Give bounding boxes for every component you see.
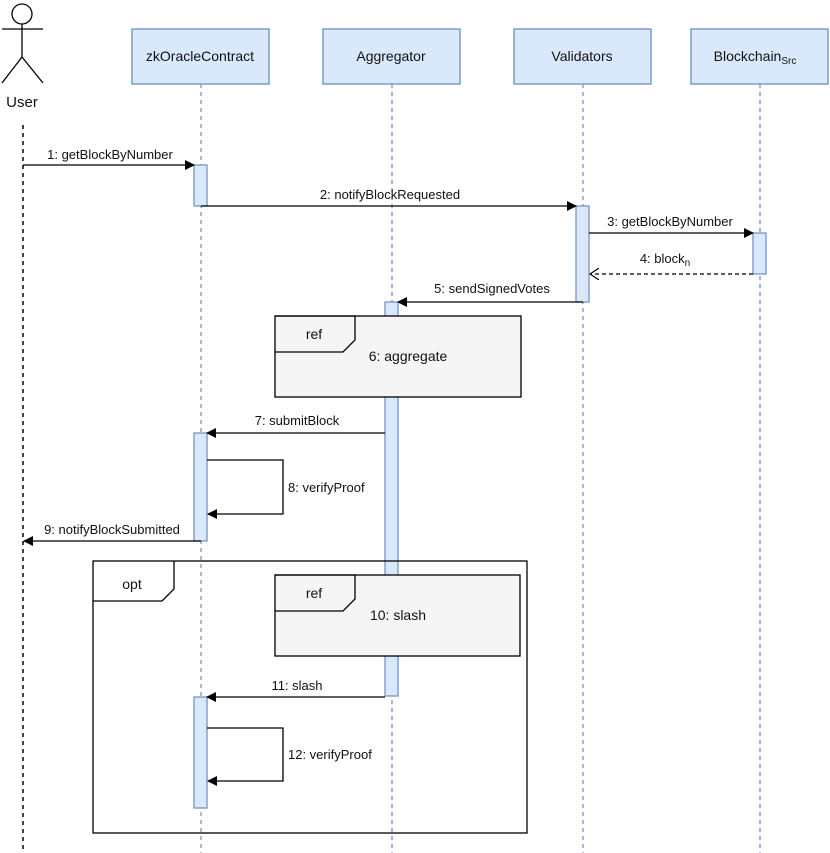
message-11: 11: slash — [206, 678, 385, 702]
participant-blockchain-src[interactable]: BlockchainSrc — [690, 28, 829, 85]
svg-text:3: getBlockByNumber: 3: getBlockByNumber — [607, 214, 733, 229]
actor-head — [11, 3, 33, 25]
message-1: 1: getBlockByNumber — [23, 147, 195, 170]
activation-validators — [575, 205, 590, 303]
message-2: 2: notifyBlockRequested — [201, 187, 577, 211]
activation-zk-2 — [193, 432, 208, 542]
svg-text:2: notifyBlockRequested: 2: notifyBlockRequested — [320, 187, 460, 202]
message-7: 7: submitBlock — [206, 413, 385, 438]
activation-blockchain — [752, 232, 767, 275]
message-4: 4: blockn — [590, 251, 753, 274]
svg-text:10: slash: 10: slash — [370, 607, 426, 623]
svg-text:Validators: Validators — [551, 48, 612, 64]
svg-text:7: submitBlock: 7: submitBlock — [255, 413, 340, 428]
svg-text:opt: opt — [122, 576, 142, 592]
message-5: 5: sendSignedVotes — [397, 281, 583, 307]
svg-text:12: verifyProof: 12: verifyProof — [288, 747, 372, 762]
participant-aggregator[interactable]: Aggregator — [322, 28, 461, 85]
actor-label: User — [6, 94, 38, 111]
svg-text:5: sendSignedVotes: 5: sendSignedVotes — [434, 281, 550, 296]
svg-text:11: slash: 11: slash — [271, 678, 322, 693]
svg-text:BlockchainSrc: BlockchainSrc — [714, 48, 797, 67]
ref-frame-slash: ref 10: slash — [274, 574, 521, 657]
svg-text:9: notifyBlockSubmitted: 9: notifyBlockSubmitted — [44, 522, 180, 537]
svg-text:1: getBlockByNumber: 1: getBlockByNumber — [47, 147, 173, 162]
message-8-self: 8: verifyProof — [207, 459, 365, 519]
svg-text:8: verifyProof: 8: verifyProof — [288, 480, 365, 495]
svg-text:4: blockn: 4: blockn — [640, 251, 690, 269]
opt-frame: opt — [92, 560, 528, 834]
message-3: 3: getBlockByNumber — [589, 214, 754, 238]
participant-validators[interactable]: Validators — [513, 28, 652, 85]
activation-zk-1 — [193, 164, 208, 207]
message-9: 9: notifyBlockSubmitted — [23, 522, 201, 546]
svg-text:zkOracleContract: zkOracleContract — [146, 48, 254, 64]
svg-text:6: aggregate: 6: aggregate — [369, 348, 448, 364]
participant-zkoraclecontract[interactable]: zkOracleContract — [131, 28, 270, 85]
svg-text:Aggregator: Aggregator — [356, 48, 426, 64]
svg-text:ref: ref — [306, 585, 322, 601]
message-12-self: 12: verifyProof — [207, 727, 372, 786]
ref-frame-aggregate: ref 6: aggregate — [274, 315, 522, 398]
activation-zk-3 — [193, 696, 208, 809]
actor-user: User — [1, 3, 44, 111]
svg-text:ref: ref — [306, 326, 322, 342]
